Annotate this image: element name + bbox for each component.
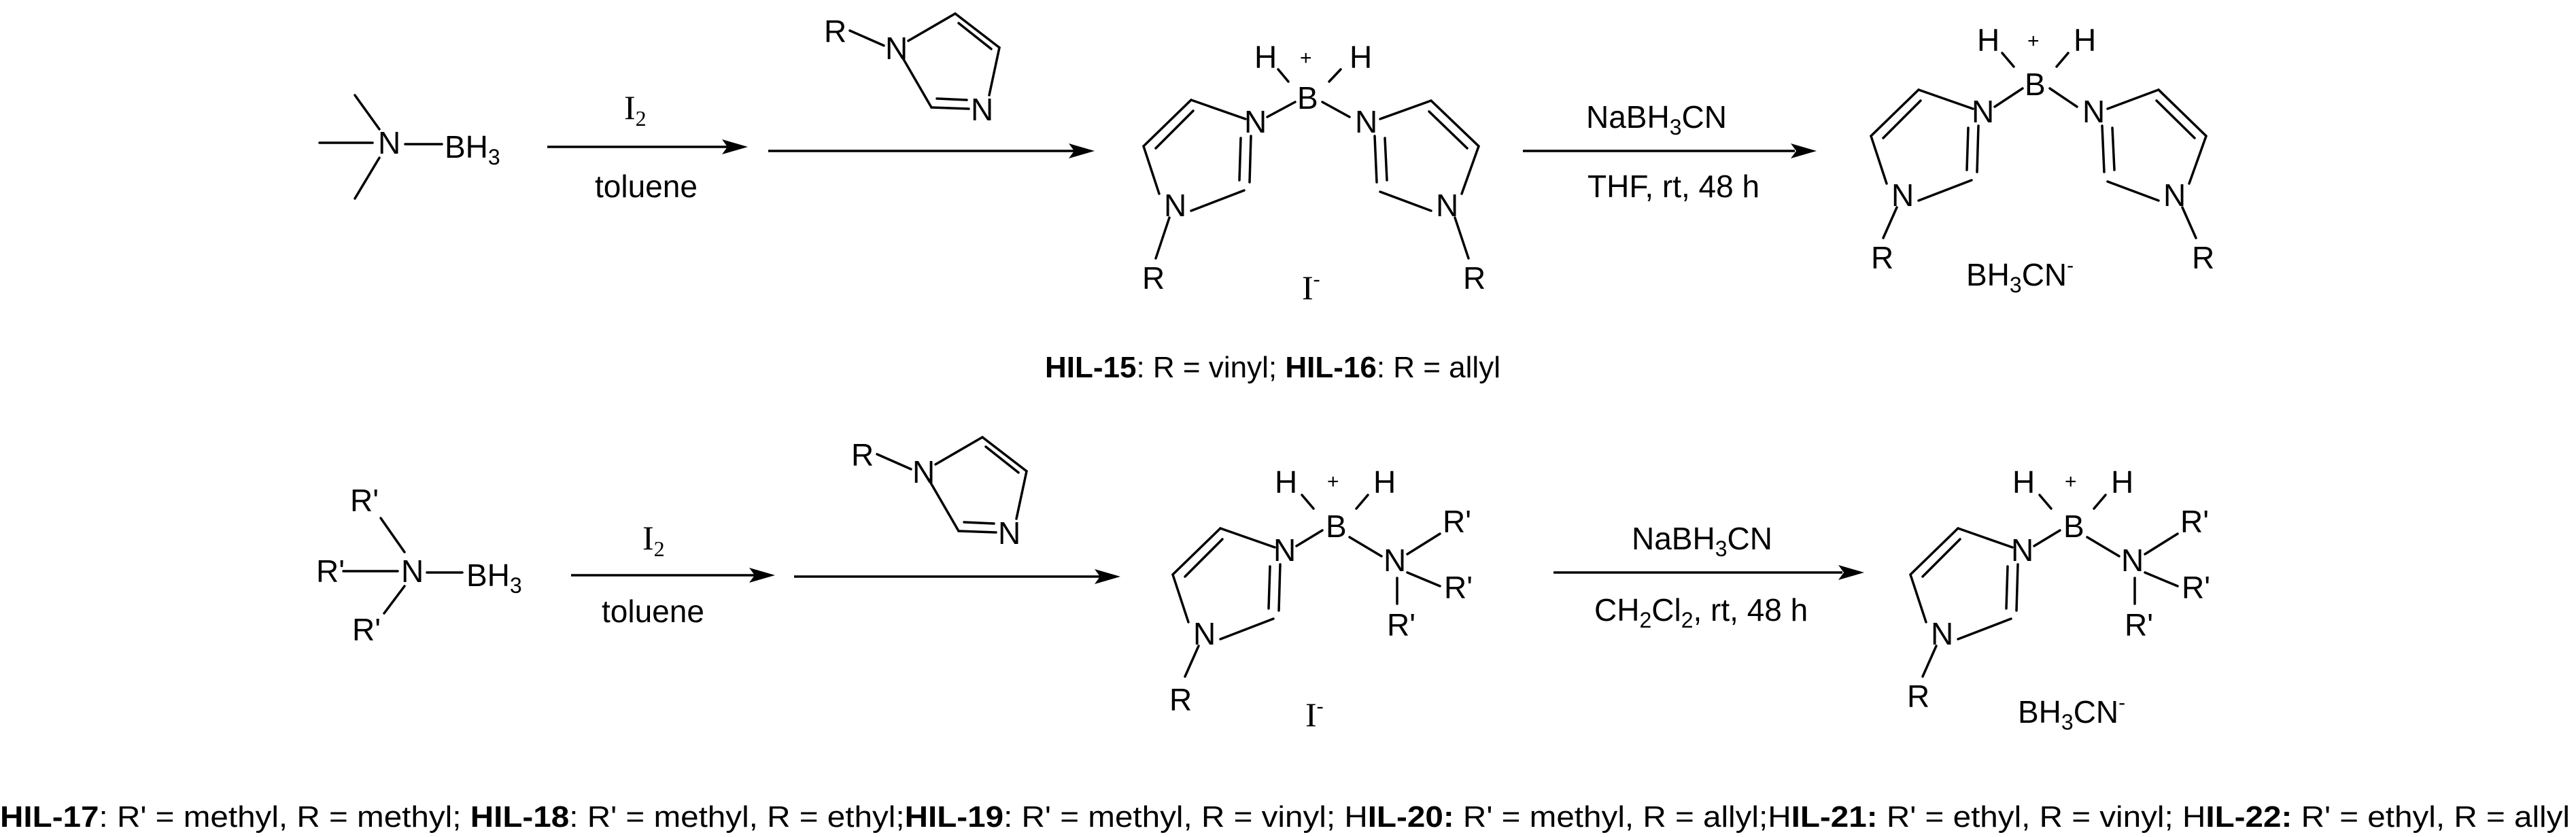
atom-N3: N <box>971 92 993 127</box>
row2-caption: HIL-17: R' = methyl, R = methyl; HIL-18:… <box>0 800 2570 834</box>
solvent-label: toluene <box>602 594 704 629</box>
row2-counterion-iodide: I- <box>1305 695 1324 734</box>
atom-N: N <box>401 553 424 589</box>
row1-reagent-amine-borane: N BH3 <box>318 94 500 200</box>
substituent-R2: R' <box>1444 570 1473 605</box>
substituent-R1: R' <box>1443 504 1471 539</box>
atom-N-right3: N <box>2163 177 2186 213</box>
substituent-R3: R' <box>352 612 381 647</box>
atom-H-right: H <box>2111 464 2133 500</box>
substituent-R2: R' <box>2182 570 2210 605</box>
atom-BH3: BH3 <box>466 558 522 598</box>
substituent-R-left: R <box>1871 240 1893 275</box>
row1-counterion-cyanoborohydride: BH3CN- <box>1966 254 2074 297</box>
substituent-R: R <box>1169 682 1192 717</box>
atom-N-ring1: N <box>2011 532 2033 568</box>
atom-BH3: BH3 <box>445 129 500 169</box>
atom-N-left1: N <box>1244 104 1267 139</box>
conditions-label: CH2Cl2, rt, 48 h <box>1594 592 1808 632</box>
substituent-R-right: R <box>1463 260 1486 296</box>
conditions-label: THF, rt, 48 h <box>1587 169 1759 204</box>
substituent-R1: R' <box>350 483 379 518</box>
row1-cation: N N R B H H + N N R <box>1142 39 1486 296</box>
atom-B: B <box>2025 67 2046 102</box>
row1-arrow-step1: I2 toluene <box>547 88 748 204</box>
atom-N-left3: N <box>1164 188 1186 223</box>
atom-N-left1: N <box>1972 94 1994 129</box>
row1-product: N N R B H H + N N R <box>1870 22 2214 275</box>
substituent-R1: R' <box>2180 504 2209 539</box>
reagent-NaBH3CN: NaBH3CN <box>1586 99 1727 139</box>
row1-caption: HIL-15: R = vinyl; HIL-16: R = allyl <box>1045 351 1500 384</box>
atom-N1: N <box>885 31 908 66</box>
atom-H-right: H <box>1350 39 1372 75</box>
reagent-I2: I2 <box>624 88 647 131</box>
atom-H-left: H <box>1254 39 1277 75</box>
atom-B: B <box>1326 509 1347 544</box>
charge-plus: + <box>2027 30 2040 52</box>
atom-N-amine: N <box>2121 543 2144 578</box>
atom-N: N <box>378 125 400 160</box>
row2-cation: N N R B H H + N R' R' R' <box>1169 464 1473 717</box>
substituent-R: R <box>851 437 874 473</box>
atom-N-right1: N <box>2082 94 2105 129</box>
atom-N3: N <box>998 515 1020 551</box>
row1-arrow-step2 <box>768 143 1095 158</box>
row2-product: N N R B H H + N R' R' R' <box>1907 464 2210 714</box>
row2-arrow-step3: NaBH3CN CH2Cl2, rt, 48 h <box>1553 521 1864 632</box>
atom-H-right: H <box>2074 22 2096 58</box>
atom-H-left: H <box>2012 464 2035 500</box>
reagent-I2: I2 <box>642 519 665 561</box>
substituent-R-left: R <box>1142 260 1165 296</box>
atom-N-left3: N <box>1891 177 1914 213</box>
substituent-R2: R' <box>316 553 345 589</box>
row1-arrow-step3: NaBH3CN THF, rt, 48 h <box>1523 99 1817 204</box>
charge-plus: + <box>2065 471 2077 493</box>
atom-N-right1: N <box>1355 104 1377 139</box>
atom-N-ring1: N <box>1273 532 1296 568</box>
row2-arrow-step1: I2 toluene <box>571 519 775 629</box>
solvent-label: toluene <box>595 169 698 204</box>
atom-N1: N <box>912 454 935 490</box>
atom-H-left: H <box>1977 22 1999 58</box>
reagent-NaBH3CN: NaBH3CN <box>1632 521 1772 561</box>
row1-counterion-iodide: I- <box>1302 268 1320 307</box>
row2-counterion-cyanoborohydride: BH3CN- <box>2018 691 2125 734</box>
row1-imidazole: R N N <box>824 12 1001 127</box>
atom-H-left: H <box>1275 464 1297 500</box>
atom-N-ring3: N <box>1931 616 1953 651</box>
atom-N-right3: N <box>1436 188 1458 223</box>
substituent-R: R <box>1907 679 1929 714</box>
substituent-R3: R' <box>2125 607 2153 643</box>
row2-arrow-step2 <box>794 569 1120 584</box>
atom-B: B <box>1297 80 1318 116</box>
row2-imidazole: R N N <box>851 436 1028 551</box>
charge-plus: + <box>1327 471 1339 493</box>
atom-N-ring3: N <box>1193 616 1216 651</box>
charge-plus: + <box>1300 47 1312 69</box>
row2-reagent-amine-borane: R' R' R' N BH3 <box>316 483 522 647</box>
atom-B: B <box>2063 509 2084 544</box>
substituent-R-right: R <box>2192 240 2214 275</box>
atom-N-amine: N <box>1384 543 1406 578</box>
substituent-R3: R' <box>1387 607 1415 643</box>
substituent-R: R <box>824 14 846 49</box>
atom-H-right: H <box>1373 464 1396 500</box>
